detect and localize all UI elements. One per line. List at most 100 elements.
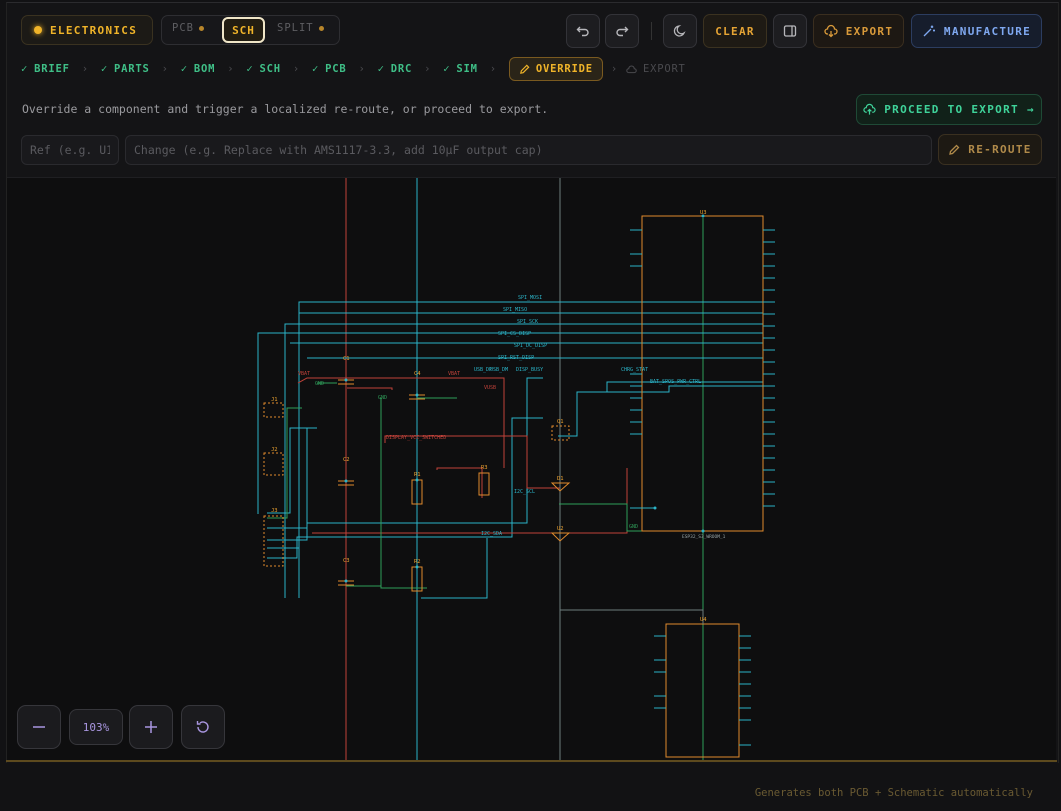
step-pcb[interactable]: ✓ PCB xyxy=(312,63,347,75)
net-label: GND xyxy=(315,381,324,387)
tab-sch-label: SCH xyxy=(232,23,255,37)
tab-split[interactable]: SPLIT xyxy=(277,22,324,34)
export-button[interactable]: EXPORT xyxy=(813,14,904,48)
step-override[interactable]: OVERRIDE xyxy=(508,57,603,81)
reset-view-button[interactable] xyxy=(181,705,225,749)
step-override-label: OVERRIDE xyxy=(535,63,593,75)
proceed-label: PROCEED TO EXPORT → xyxy=(884,103,1035,116)
zoom-in-button[interactable] xyxy=(129,705,173,749)
undo-icon xyxy=(576,26,589,37)
status-dot-icon xyxy=(34,26,42,34)
tab-pcb-dot-icon xyxy=(198,25,204,31)
check-icon: ✓ xyxy=(21,63,29,75)
tab-pcb[interactable]: PCB xyxy=(172,22,204,34)
net-label: SPI_RST_DISP xyxy=(498,355,534,361)
step-sch-label: SCH xyxy=(259,63,281,75)
ref-q1: Q1 xyxy=(557,419,564,425)
net-label: I2C_SCL xyxy=(514,489,535,495)
chevron-right-icon: › xyxy=(489,63,497,75)
clear-button[interactable]: CLEAR xyxy=(703,14,767,48)
step-sch[interactable]: ✓ SCH xyxy=(246,63,281,75)
proceed-to-export-button[interactable]: PROCEED TO EXPORT → xyxy=(856,94,1042,125)
manufacture-button[interactable]: MANUFACTURE xyxy=(911,14,1042,48)
schematic-drawing: SPI_MOSI SPI_MISO SPI_SCK SPI_CS_DISP SP… xyxy=(257,178,775,762)
net-label: SPI_CS_DISP xyxy=(498,331,531,337)
zoom-level: 103% xyxy=(69,709,123,745)
net-label: DISPLAY_VCC_SWITCHED xyxy=(386,435,446,441)
u3-part-label: ESP32_S3_WROOM_1 xyxy=(682,534,726,540)
cloud-download-icon xyxy=(824,24,838,38)
step-parts[interactable]: ✓ PARTS xyxy=(101,63,150,75)
view-tabs: PCB SCH SPLIT xyxy=(161,15,340,45)
net-label: VUSB xyxy=(484,385,496,391)
net-label: SPI_MOSI xyxy=(518,295,542,301)
ref-r1: R1 xyxy=(414,472,421,478)
ref-u3: U3 xyxy=(700,210,707,216)
chevron-right-icon: › xyxy=(81,63,89,75)
step-sim[interactable]: ✓SIM xyxy=(443,63,478,75)
tab-pcb-label: PCB xyxy=(172,22,194,34)
clear-label: CLEAR xyxy=(715,24,755,38)
step-pcb-label: PCB xyxy=(325,63,347,75)
plus-icon xyxy=(145,721,157,733)
tab-sch[interactable]: SCH xyxy=(222,17,265,43)
step-export[interactable]: EXPORT xyxy=(626,63,686,75)
sidebar-panel-icon xyxy=(783,25,797,37)
footer-note: Generates both PCB + Schematic automatic… xyxy=(754,787,1033,799)
ref-u4: U4 xyxy=(700,617,707,623)
schematic-canvas[interactable]: SPI_MOSI SPI_MISO SPI_SCK SPI_CS_DISP SP… xyxy=(7,177,1056,762)
undo-button[interactable] xyxy=(566,14,600,48)
redo-button[interactable] xyxy=(605,14,639,48)
ref-input[interactable] xyxy=(21,135,119,165)
change-input[interactable] xyxy=(125,135,932,165)
panel-toggle-button[interactable] xyxy=(773,14,807,48)
step-parts-label: PARTS xyxy=(113,63,150,75)
theme-toggle-button[interactable] xyxy=(663,14,697,48)
ref-j3: J3 xyxy=(271,508,278,514)
check-icon: ✓ xyxy=(246,63,254,75)
mode-badge-label: ELECTRONICS xyxy=(50,23,138,37)
ref-c4: C4 xyxy=(414,371,421,377)
zoom-out-button[interactable] xyxy=(17,705,61,749)
ref-r2: R2 xyxy=(414,559,421,565)
net-label: VBAT xyxy=(448,371,460,377)
ref-u2: U2 xyxy=(557,526,564,532)
mode-badge: ELECTRONICS xyxy=(21,15,153,45)
step-bom-label: BOM xyxy=(193,63,216,75)
chevron-right-icon: › xyxy=(292,63,300,75)
net-label: VBAT xyxy=(298,371,310,377)
footer-divider xyxy=(6,760,1057,762)
step-drc[interactable]: ✓ DRC xyxy=(378,63,413,75)
magic-wand-icon xyxy=(923,25,935,37)
chevron-right-icon: › xyxy=(424,63,432,75)
redo-icon xyxy=(616,26,629,37)
net-label: USB_DM xyxy=(490,367,508,373)
step-brief[interactable]: ✓ BRIEF xyxy=(21,63,70,75)
step-drc-label: DRC xyxy=(390,63,413,75)
ref-c1: C1 xyxy=(343,356,350,362)
export-label: EXPORT xyxy=(845,24,894,38)
check-icon: ✓ xyxy=(377,63,385,75)
net-label: DISP_BUSY xyxy=(516,367,543,373)
step-brief-label: BRIEF xyxy=(34,63,70,75)
manufacture-label: MANUFACTURE xyxy=(943,24,1032,38)
check-icon: ✓ xyxy=(311,63,320,75)
net-label: BAT_SPOS_PWR_CTRL xyxy=(650,379,701,385)
net-label: SPI_MISO xyxy=(503,307,527,313)
tab-split-label: SPLIT xyxy=(277,22,314,34)
pencil-icon xyxy=(519,64,530,74)
net-label: GND xyxy=(629,524,638,530)
ref-c3: C3 xyxy=(343,558,350,564)
chevron-right-icon: › xyxy=(358,63,366,75)
check-icon: ✓ xyxy=(100,63,108,75)
minus-icon xyxy=(33,726,45,728)
chevron-right-icon: › xyxy=(227,63,235,75)
step-bom[interactable]: ✓BOM xyxy=(181,63,216,75)
net-label: CHRG_STAT xyxy=(621,367,648,373)
ref-j1: J1 xyxy=(271,397,278,403)
chevron-right-icon: › xyxy=(610,63,618,75)
reroute-button[interactable]: RE-ROUTE xyxy=(938,134,1042,165)
reset-icon xyxy=(196,721,209,733)
net-label: USB_DP xyxy=(474,367,492,373)
header-divider xyxy=(651,22,652,40)
